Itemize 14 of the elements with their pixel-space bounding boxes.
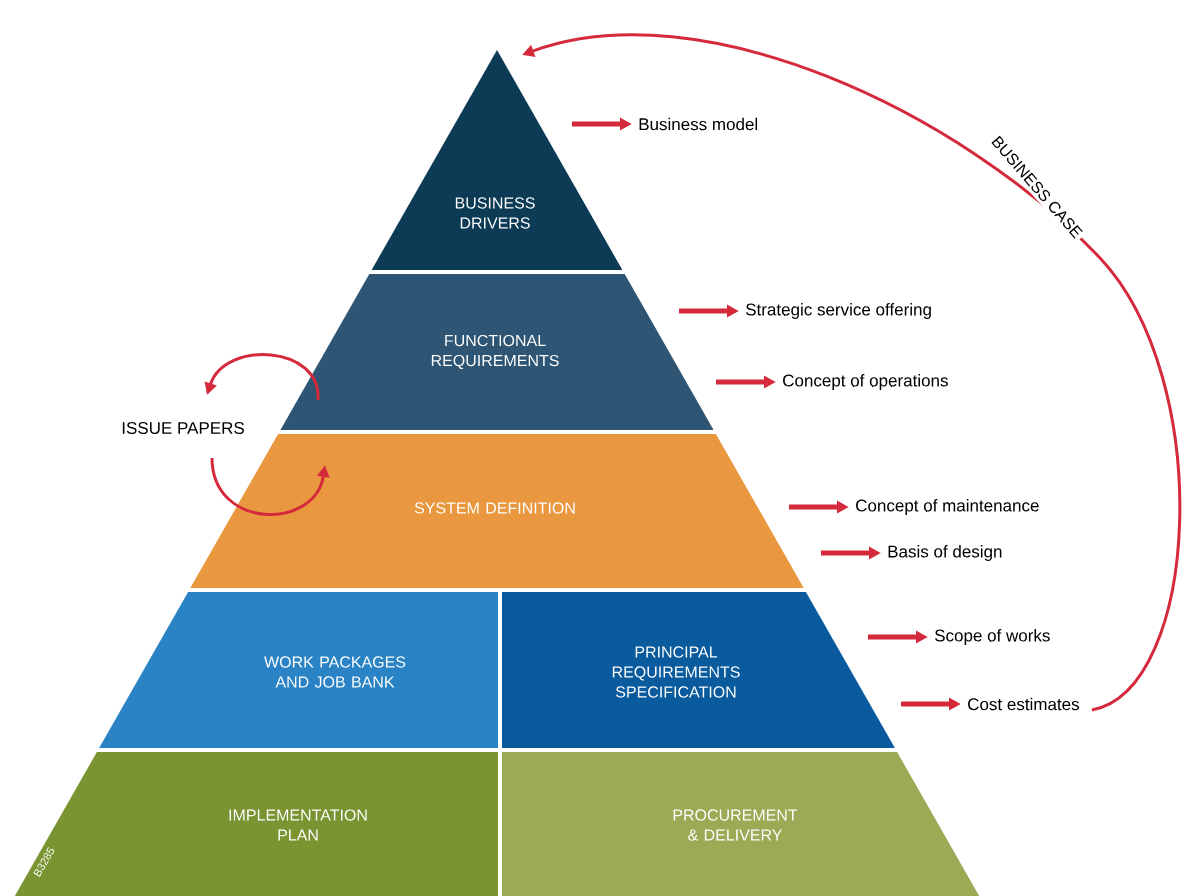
loop-label: ISSUE PAPERS: [122, 422, 244, 434]
output-label: Scope of works: [934, 629, 1050, 645]
output-label: Cost estimates: [968, 697, 1079, 711]
output-label: Basis of design: [888, 545, 1002, 561]
output-label: Concept of operations: [783, 374, 948, 390]
pyramid-tier: FUNCTIONAL REQUIREMENTS: [280, 274, 714, 430]
pyramid-tier: PRINCIPAL REQUIREMENTS SPECIFICATION: [502, 592, 895, 748]
pyramid-tier: WORK PACKAGES AND JOB BANK: [99, 592, 498, 748]
pyramid-tier: SYSTEM DEFINITION: [190, 434, 804, 588]
output-label: Strategic service offering: [745, 303, 931, 319]
pyramid-tier: PROCUREMENT & DELIVERY: [502, 752, 980, 896]
output-label: Business model: [639, 117, 758, 131]
pyramid-tier: BUSINESS DRIVERS: [371, 50, 623, 270]
output-label: Concept of maintenance: [856, 499, 1039, 515]
